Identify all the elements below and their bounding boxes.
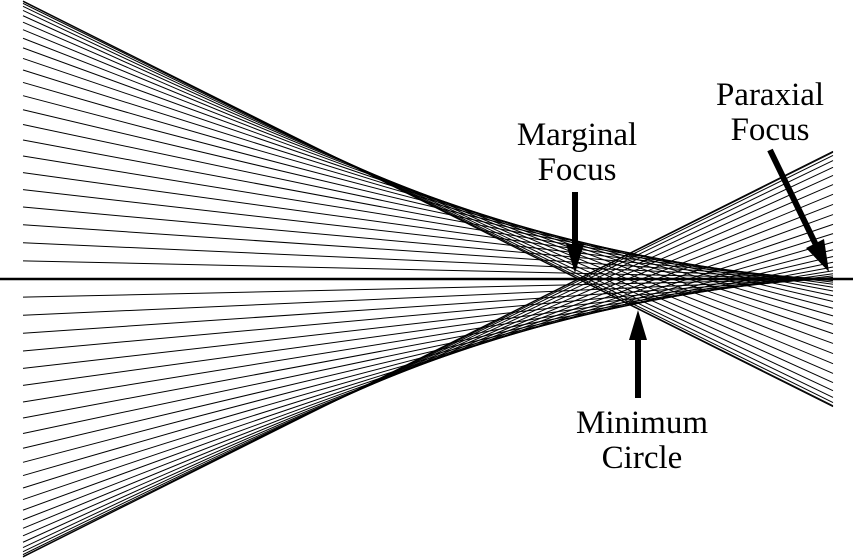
light-ray	[22, 189, 834, 283]
light-ray	[22, 166, 834, 548]
light-ray	[22, 260, 834, 280]
light-ray	[22, 139, 834, 292]
minimum-circle-label: Minimum Circle	[576, 406, 708, 476]
marginal-focus-arrow	[566, 192, 584, 273]
marginal-label-line2: Focus	[537, 152, 617, 188]
rays-group	[22, 0, 834, 558]
light-ray	[22, 206, 834, 282]
light-ray	[22, 160, 834, 553]
light-ray	[22, 109, 834, 303]
light-ray	[22, 193, 834, 529]
marginal-label-line1: Marginal	[516, 117, 638, 153]
light-ray	[22, 276, 834, 352]
paraxial-focus-arrow	[767, 148, 829, 272]
minimum-circle-arrow	[629, 310, 647, 398]
light-ray	[22, 5, 834, 398]
marginal-focus-label: Marginal Focus	[517, 118, 637, 188]
light-ray	[22, 37, 834, 355]
light-ray	[22, 29, 834, 365]
light-ray	[22, 203, 834, 521]
minimum-label-line1: Minimum	[575, 405, 709, 441]
light-ray	[22, 10, 834, 392]
light-ray	[22, 0, 834, 408]
light-ray	[22, 155, 834, 288]
light-ray	[22, 266, 834, 419]
paraxial-label-line2: Focus	[730, 112, 810, 148]
light-ray	[22, 224, 834, 281]
light-ray	[22, 184, 834, 537]
light-ray	[22, 155, 834, 556]
minimum-label-line2: Circle	[601, 440, 683, 476]
light-ray	[22, 2, 834, 403]
light-ray	[22, 21, 834, 374]
light-ray	[22, 270, 834, 403]
light-ray	[22, 261, 834, 434]
light-ray	[22, 150, 834, 558]
light-ray	[22, 174, 834, 543]
light-ray	[22, 124, 834, 297]
light-ray	[22, 242, 834, 280]
light-ray	[22, 15, 834, 384]
light-ray	[22, 255, 834, 449]
light-ray	[22, 278, 834, 316]
light-ray	[22, 275, 834, 369]
paraxial-focus-label: Paraxial Focus	[716, 78, 824, 148]
paraxial-label-line1: Paraxial	[715, 77, 825, 113]
